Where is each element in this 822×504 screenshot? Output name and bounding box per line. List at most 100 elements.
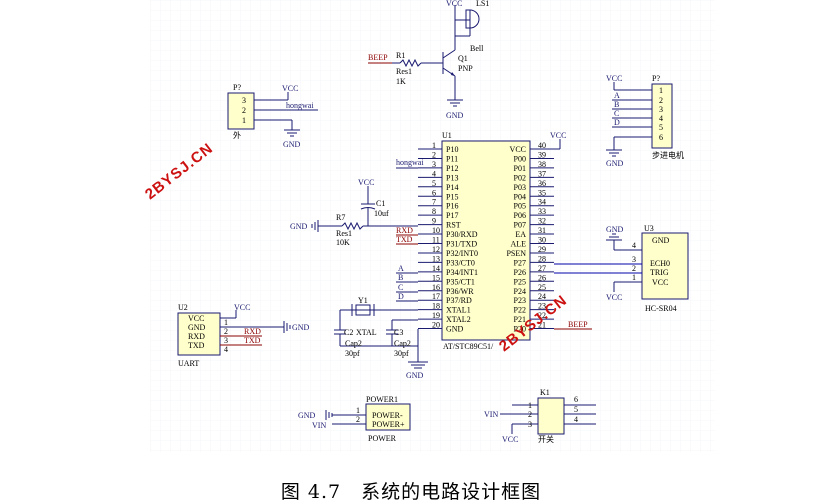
ir-vcc-label: VCC <box>282 84 298 93</box>
ir-pin-2: 2 <box>242 106 246 115</box>
c2-ref: C2 <box>344 328 353 337</box>
ultra-pin-4: 4 <box>632 241 636 250</box>
mcu-vcc-wire <box>554 139 561 150</box>
mcu-pin-name: P14 <box>446 183 458 192</box>
mcu-pin-number: 9 <box>432 217 436 226</box>
c2-value: 30pf <box>345 349 360 358</box>
mcu-pin-number: 8 <box>432 207 436 216</box>
ir-gnd-label: GND <box>283 140 301 149</box>
mcu-pin-number: 4 <box>432 169 436 178</box>
r1-ref: R1 <box>396 51 405 60</box>
mcu-pin-number: 6 <box>432 188 436 197</box>
mcu-pin-name: P15 <box>446 192 458 201</box>
mcu-pin-number: 15 <box>432 273 440 282</box>
mcu-pin-name: P35/CT1 <box>446 277 475 286</box>
mcu-pin-number: 11 <box>432 236 440 245</box>
mcu-pin-name: P10 <box>446 145 458 154</box>
mcu-pin-number: 39 <box>538 150 546 159</box>
mcu-pin-name: XTAL1 <box>446 306 471 315</box>
ultra-gnd-label: GND <box>606 225 624 234</box>
mcu-pin-number: 31 <box>538 226 546 235</box>
ultra-vcc-label: VCC <box>606 293 622 302</box>
ultrasonic-module <box>554 232 689 300</box>
mcu-pin-name: P37/RD <box>446 296 472 305</box>
mcu-pin-number: 14 <box>432 264 440 273</box>
switch-pin-4: 4 <box>574 415 578 424</box>
mcu-pin-name: P12 <box>446 164 458 173</box>
mcu-pin-name: P32/INT0 <box>446 249 478 258</box>
mcu-net-rxd: RXD <box>396 226 413 235</box>
mcu-pin-number: 21 <box>538 321 546 330</box>
switch-pin-6: 6 <box>574 395 578 404</box>
transistor-arrow <box>451 72 455 76</box>
beep-net-label-top: BEEP <box>368 53 388 62</box>
switch-pin-2: 2 <box>528 410 532 419</box>
mcu-pin-name: P11 <box>446 154 458 163</box>
mcu-pin-number: 27 <box>538 264 546 273</box>
r1-value: 1K <box>396 77 406 86</box>
r7-ref: R7 <box>336 213 345 222</box>
switch-vin: VIN <box>484 410 498 419</box>
switch-pin-3: 3 <box>528 420 532 429</box>
mcu-net-txd: TXD <box>396 235 413 244</box>
c3-ref: C3 <box>394 328 403 337</box>
buzzer-gnd-label: GND <box>446 111 464 120</box>
mcu-pin-number: 17 <box>432 292 440 301</box>
mcu-pin-name: EA <box>515 230 526 239</box>
mcu-net-b: B <box>398 273 403 282</box>
schematic-grid <box>150 0 715 452</box>
c3-name: Cap2 <box>394 339 411 348</box>
mcu-pin-name: P13 <box>446 173 458 182</box>
mcu-pin-name: P01 <box>514 164 526 173</box>
mcu-pin-name: P16 <box>446 202 458 211</box>
motor-ref: P? <box>652 74 660 83</box>
ultra-pin-2: 2 <box>632 264 636 273</box>
uart-net-txd: TXD <box>244 336 261 345</box>
uart-pin-3: 3 <box>224 336 228 345</box>
transistor-ref: Q1 <box>458 54 468 63</box>
power-conn-plus: POWER+ <box>372 420 405 429</box>
motor-net-d: D <box>614 118 620 127</box>
ultra-label-vcc: VCC <box>652 278 668 287</box>
uart-ref: U2 <box>178 303 188 312</box>
uart-label-vcc: VCC <box>188 314 204 323</box>
motor-label: 步进电机 <box>652 150 684 160</box>
mcu-pin-name: P04 <box>514 192 526 201</box>
crystal-ref: Y1 <box>358 296 368 305</box>
mcu-pin-name: RST <box>446 221 461 230</box>
motor-net-a: A <box>614 91 620 100</box>
motor-pin-2: 2 <box>659 96 663 105</box>
mcu-pin-number: 7 <box>432 198 436 207</box>
mcu-name: AT/STC89C51/ <box>443 342 494 351</box>
power-switch <box>500 397 596 435</box>
switch-ref: K1 <box>540 388 550 397</box>
uart-pin-1: 1 <box>224 318 228 327</box>
mcu-pin-name: P17 <box>446 211 458 220</box>
mcu-pin-name: ALE <box>510 240 526 249</box>
buzzer-name: Bell <box>470 44 484 53</box>
switch-pin-5: 5 <box>574 405 578 414</box>
ultra-label-echo: ECH0 <box>650 259 670 268</box>
mcu-pin-number: 13 <box>432 254 440 263</box>
mcu-pin-name: PSEN <box>506 249 526 258</box>
mcu-pin-number: 23 <box>538 302 546 311</box>
mcu-pin-number: 33 <box>538 207 546 216</box>
mcu-pin-name: P24 <box>514 287 526 296</box>
buzzer-vcc-label: VCC <box>446 0 462 8</box>
power-conn-pin-1: 1 <box>356 406 360 415</box>
motor-pin-4: 4 <box>659 114 663 123</box>
power-conn-minus: POWER- <box>372 411 403 420</box>
ir-label: 外 <box>233 130 241 140</box>
r7-name: Res1 <box>336 229 352 238</box>
uart-module <box>177 310 291 356</box>
mcu-pin-number: 34 <box>538 198 546 207</box>
mcu-pin-number: 26 <box>538 273 546 282</box>
mcu-net-d: D <box>398 292 404 301</box>
ir-net-label: hongwai <box>286 101 314 110</box>
mcu-pin-name: P00 <box>514 154 526 163</box>
ultra-pin-1: 1 <box>632 273 636 282</box>
uart-pin-2: 2 <box>224 327 228 336</box>
c2-name: Cap2 <box>345 339 362 348</box>
reset-vcc-label: VCC <box>358 178 374 187</box>
